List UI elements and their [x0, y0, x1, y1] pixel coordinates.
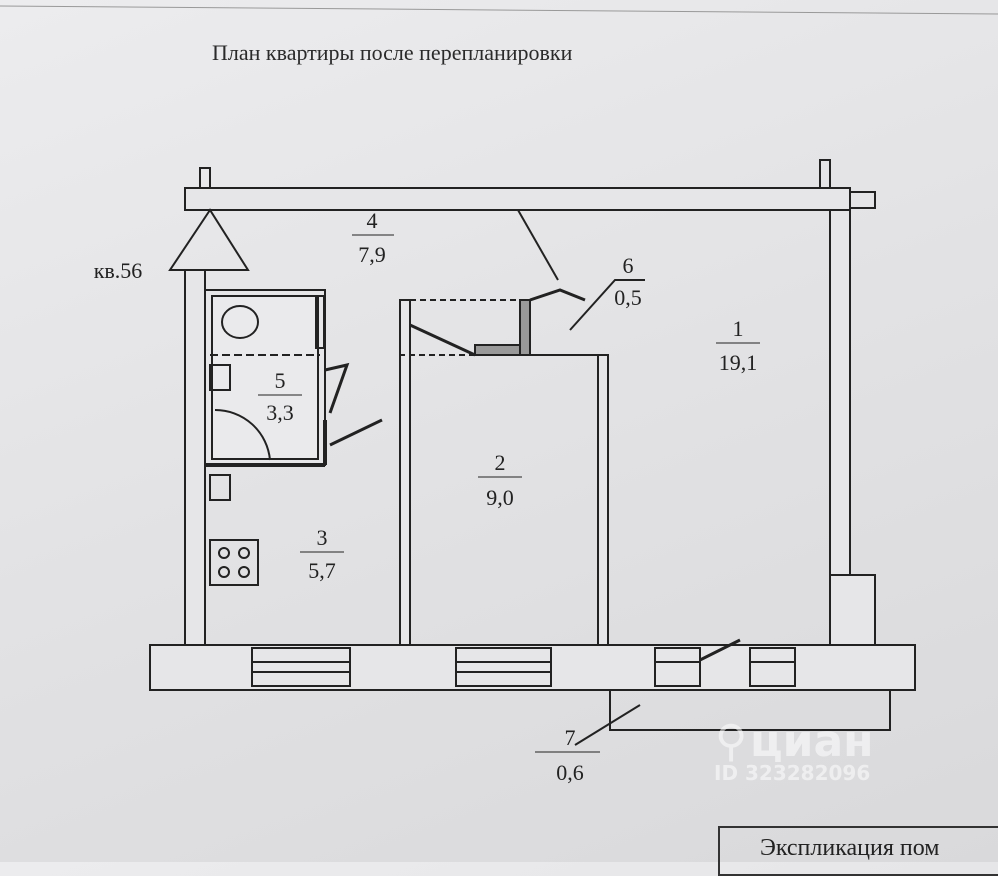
svg-text:2: 2	[495, 450, 506, 475]
watermark-logo-icon: ⚲	[715, 716, 747, 767]
windows	[251, 647, 796, 687]
svg-text:0,6: 0,6	[556, 760, 584, 785]
svg-text:1: 1	[733, 316, 744, 341]
svg-text:7: 7	[565, 725, 576, 750]
explication-table-header: Экспликация пом	[718, 826, 998, 876]
room-4: 4 7,9	[352, 208, 394, 267]
svg-text:3,3: 3,3	[266, 400, 294, 425]
svg-text:5: 5	[275, 368, 286, 393]
svg-text:0,5: 0,5	[614, 285, 642, 310]
walls	[0, 5, 998, 746]
svg-text:6: 6	[623, 253, 634, 278]
stove-icon	[209, 539, 259, 586]
svg-text:5,7: 5,7	[308, 558, 336, 583]
plan-title: План квартиры после перепланировки	[212, 40, 573, 65]
apartment-label: кв.56	[94, 258, 143, 283]
room-6: 6 0,5	[614, 253, 642, 310]
toilet-icon	[221, 305, 259, 339]
svg-text:7,9: 7,9	[358, 242, 386, 267]
balcony	[609, 689, 891, 731]
room-3: 3 5,7	[300, 525, 344, 583]
svg-text:9,0: 9,0	[486, 485, 514, 510]
sink-icon	[209, 474, 231, 501]
room-7: 7 0,6	[535, 725, 600, 785]
room-5: 5 3,3	[258, 368, 302, 425]
svg-text:19,1: 19,1	[719, 350, 758, 375]
svg-text:ID 323282096: ID 323282096	[714, 761, 870, 785]
room-1: 1 19,1	[716, 316, 760, 375]
svg-text:циан: циан	[750, 716, 874, 767]
svg-text:4: 4	[367, 208, 378, 233]
cian-watermark: ⚲ циан ID 323282096	[714, 716, 874, 785]
room-2: 2 9,0	[478, 450, 522, 510]
svg-text:3: 3	[317, 525, 328, 550]
